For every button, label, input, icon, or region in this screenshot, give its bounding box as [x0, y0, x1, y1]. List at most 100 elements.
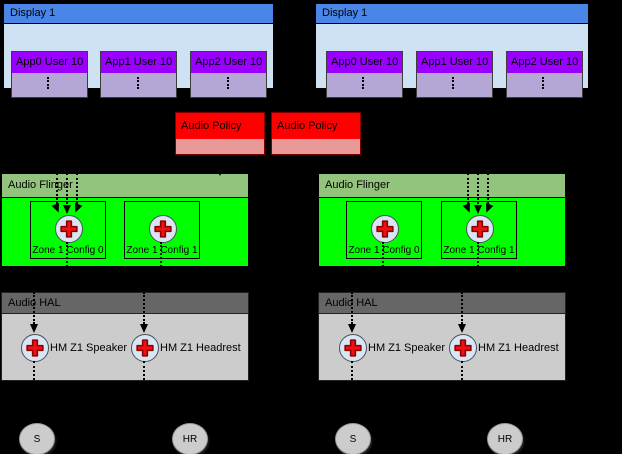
- app-box: App1 User 10: [100, 51, 177, 98]
- connector-line: [487, 173, 489, 204]
- audio-policy-box: Audio Policy: [271, 112, 361, 155]
- mixer-icon: [449, 334, 477, 362]
- mixer-icon: [21, 334, 49, 362]
- connector-line: [351, 361, 353, 380]
- mixer-icon: [131, 334, 159, 362]
- app-body: [507, 73, 582, 97]
- connector-line: [143, 292, 145, 324]
- connector-line: [382, 242, 384, 267]
- audio-flinger-title-bar: Audio Flinger: [2, 174, 248, 198]
- connector-line: [33, 292, 35, 324]
- audio-hal-panel: Audio HAL HM Z1 Speaker HM Z1 Headrest: [318, 292, 566, 381]
- audio-flinger-title: Audio Flinger: [325, 179, 390, 191]
- speaker-sink: S: [335, 423, 371, 454]
- mixer-icon: [371, 215, 399, 243]
- audio-flinger-title: Audio Flinger: [8, 179, 73, 191]
- zone-config-label: Zone 1 Config 0: [32, 245, 104, 256]
- mixer-icon: [339, 334, 367, 362]
- display-body: App0 User 10 App1 User 10 App2 User 10: [4, 24, 273, 98]
- red-plus-icon: [154, 220, 172, 238]
- audio-hal-title-bar: Audio HAL: [319, 293, 565, 314]
- sink-label: HR: [497, 433, 513, 445]
- connector-line: [33, 361, 35, 380]
- audio-policy-label: Audio Policy: [272, 113, 360, 139]
- app-label: App0 User 10: [327, 52, 402, 73]
- connector-line: [160, 242, 162, 267]
- connector-line: [220, 155, 221, 169]
- display-panel: Display 1 App0 User 10 App1 User 10 App2…: [3, 3, 274, 98]
- zone-config-box: Zone 1 Config 1: [124, 201, 200, 259]
- app-body: [12, 73, 87, 97]
- sink-label: S: [33, 433, 41, 445]
- mixer-icon: [55, 215, 83, 243]
- display-body: App0 User 10 App1 User 10 App2 User 10: [316, 24, 588, 98]
- connector-line: [137, 77, 139, 89]
- connector-line: [452, 77, 454, 89]
- hal-device-label: HM Z1 Speaker: [50, 342, 128, 354]
- app-label: App1 User 10: [417, 52, 492, 73]
- down-arrowhead-icon: [348, 324, 356, 333]
- audio-flinger-title-bar: Audio Flinger: [319, 174, 565, 198]
- sink-label: S: [349, 433, 357, 445]
- display-title: Display 1: [10, 7, 56, 19]
- connector-line: [467, 173, 469, 204]
- down-arrowhead-icon: [474, 205, 482, 214]
- app-box: App2 User 10: [506, 51, 583, 98]
- down-arrowhead-icon: [216, 168, 224, 176]
- app-box: App0 User 10: [326, 51, 403, 98]
- down-arrowhead-icon: [140, 324, 148, 333]
- audio-policy-body: [272, 139, 360, 154]
- audio-policy-label: Audio Policy: [176, 113, 264, 139]
- hal-device-label: HM Z1 Headrest: [160, 342, 241, 354]
- down-arrowhead-icon: [312, 168, 320, 176]
- zone-config-label: Zone 1 Config 1: [126, 245, 198, 256]
- connector-line: [461, 361, 463, 380]
- red-plus-icon: [454, 339, 472, 357]
- zone-config-label: Zone 1 Config 0: [348, 245, 420, 256]
- connector-line: [56, 173, 58, 204]
- connector-line: [47, 77, 49, 89]
- speaker-sink: S: [19, 423, 55, 454]
- audio-hal-title-bar: Audio HAL: [2, 293, 248, 314]
- zone-config-label: Zone 1 Config 1: [443, 245, 515, 256]
- zone-config-box: Zone 1 Config 0: [346, 201, 422, 259]
- app-box: App0 User 10: [11, 51, 88, 98]
- connector-line: [66, 173, 68, 204]
- sink-label: HR: [182, 433, 198, 445]
- red-plus-icon: [344, 339, 362, 357]
- hal-device-label: HM Z1 Speaker: [368, 342, 446, 354]
- connector-line: [66, 242, 68, 267]
- display-title-bar: Display 1: [316, 4, 588, 24]
- connector-line: [76, 173, 78, 204]
- app-label: App1 User 10: [101, 52, 176, 73]
- app-body: [417, 73, 492, 97]
- app-label: App2 User 10: [191, 52, 266, 73]
- connector-line: [351, 292, 353, 324]
- mixer-icon: [466, 215, 494, 243]
- display-title: Display 1: [322, 7, 368, 19]
- headrest-sink: HR: [487, 423, 523, 454]
- app-box: App2 User 10: [190, 51, 267, 98]
- app-box: App1 User 10: [416, 51, 493, 98]
- connector-line: [461, 292, 463, 324]
- red-plus-icon: [60, 220, 78, 238]
- audio-policy-body: [176, 139, 264, 154]
- audio-flinger-panel: Audio Flinger Zone 1 Config 0 Zone 1 Con…: [1, 173, 249, 267]
- red-plus-icon: [26, 339, 44, 357]
- connector-line: [362, 77, 364, 89]
- connector-line: [227, 77, 229, 89]
- connector-line: [542, 77, 544, 89]
- audio-flinger-panel: Audio Flinger Zone 1 Config 0 Zone 1 Con…: [318, 173, 566, 267]
- hal-device-label: HM Z1 Headrest: [478, 342, 559, 354]
- red-plus-icon: [471, 220, 489, 238]
- display-title-bar: Display 1: [4, 4, 273, 24]
- connector-line: [477, 242, 479, 267]
- app-label: App2 User 10: [507, 52, 582, 73]
- down-arrowhead-icon: [30, 324, 38, 333]
- display-panel: Display 1 App0 User 10 App1 User 10 App2…: [315, 3, 589, 98]
- red-plus-icon: [136, 339, 154, 357]
- down-arrowhead-icon: [63, 205, 71, 214]
- red-plus-icon: [376, 220, 394, 238]
- app-label: App0 User 10: [12, 52, 87, 73]
